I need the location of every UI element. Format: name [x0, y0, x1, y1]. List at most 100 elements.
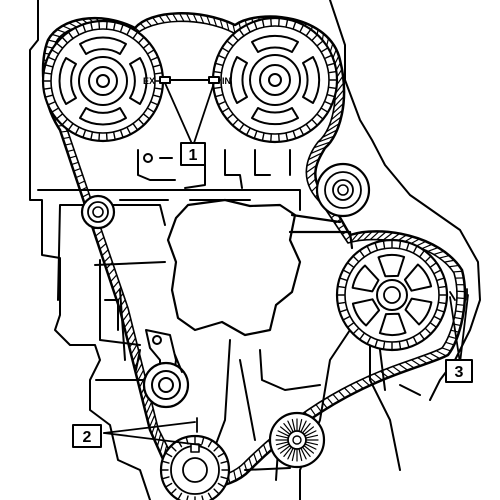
sprocket-tooth: [406, 241, 410, 251]
sprocket-tooth: [44, 94, 53, 98]
sprocket-tooth: [299, 128, 305, 136]
sprocket-tooth: [150, 56, 159, 61]
sprocket-tooth: [425, 328, 432, 335]
sprocket-tooth: [126, 127, 132, 135]
belt-tooth: [355, 381, 364, 390]
sprocket-tooth: [358, 333, 365, 341]
sprocket-tooth: [113, 132, 116, 141]
belt-tooth: [343, 387, 352, 396]
sprocket-tooth: [321, 107, 329, 113]
belt-tooth: [305, 164, 318, 174]
callout-2: 2: [72, 424, 102, 448]
sprocket-tooth: [213, 488, 220, 495]
belt-tooth: [326, 397, 334, 406]
sprocket-tooth: [425, 255, 432, 262]
pulley-rib: [279, 426, 290, 435]
sprocket-tooth: [327, 62, 336, 66]
belt-tooth: [60, 130, 69, 133]
sprocket-tooth: [261, 133, 265, 142]
belt-tooth: [139, 22, 146, 29]
callout-2-label: 2: [83, 429, 92, 446]
pump-sprocket-window: [403, 263, 433, 292]
belt-tooth: [356, 231, 367, 242]
belt-tooth: [454, 310, 465, 313]
belt-tooth: [448, 264, 460, 268]
sprocket-tooth: [398, 341, 402, 351]
belt-tooth: [101, 249, 109, 257]
sprocket-tooth: [352, 255, 359, 262]
pulley-rib: [287, 420, 294, 432]
sprocket-tooth: [61, 36, 68, 43]
pulley-rib: [305, 443, 317, 450]
belt-tooth: [96, 236, 105, 244]
sprocket-tooth: [55, 42, 63, 49]
belt-tooth: [376, 231, 387, 241]
pump-sprocket-window: [351, 264, 380, 293]
pulley-rib: [283, 422, 292, 433]
callout-3: 3: [445, 359, 473, 383]
belt-tooth: [134, 27, 141, 33]
belt-tooth: [172, 13, 178, 22]
pulley-rib: [279, 445, 290, 454]
belt-tooth: [373, 373, 383, 381]
sprocket-tooth: [132, 123, 139, 131]
belt-tooth: [64, 142, 73, 146]
sprocket-tooth: [338, 277, 348, 281]
belt-tooth: [73, 167, 82, 172]
sprocket-tooth: [207, 439, 213, 448]
water-pump-sprocket: [335, 238, 449, 352]
sprocket-tooth: [74, 27, 80, 35]
sprocket-tooth: [42, 72, 52, 75]
sprocket-tooth: [120, 130, 124, 139]
sprocket-tooth: [328, 86, 338, 90]
belt-tooth: [306, 158, 320, 167]
sprocket-tooth: [413, 337, 418, 345]
belt-tooth: [423, 354, 435, 362]
sprocket-tooth: [346, 261, 354, 268]
belt-tooth: [416, 357, 428, 365]
sprocket-tooth: [90, 132, 93, 141]
cam-alignment-marks: [159, 76, 220, 84]
pulley-rib: [300, 420, 307, 432]
sprocket-tooth: [245, 128, 251, 136]
sprocket-tooth: [138, 119, 145, 126]
pulley-rib: [291, 449, 296, 462]
belt-tooth: [410, 359, 422, 367]
leader-lines: [103, 82, 469, 446]
belt-tooth: [332, 102, 345, 115]
belt-tooth: [350, 232, 360, 243]
sprocket-tooth: [147, 49, 155, 55]
belt-tooth: [148, 414, 156, 429]
sprocket-tooth: [164, 482, 173, 488]
sprocket-tooth: [253, 20, 258, 29]
sprocket-tooth: [306, 28, 312, 36]
sprocket-tooth: [285, 133, 289, 142]
pump-sprocket-window: [377, 254, 406, 278]
sprocket-tooth: [311, 33, 319, 41]
sprocket-tooth: [342, 269, 350, 274]
belt-tooth: [248, 457, 253, 469]
belt-tooth: [135, 363, 143, 375]
belt-tooth: [232, 23, 236, 34]
sprocket-tooth: [61, 119, 68, 126]
belt-tooth: [206, 15, 211, 26]
sprocket-tooth: [177, 492, 183, 500]
belt-tooth: [313, 141, 332, 149]
sprocket-tooth: [226, 114, 234, 120]
sprocket-tooth: [153, 64, 162, 68]
sprocket-tooth: [90, 21, 93, 30]
belt-tooth: [199, 14, 205, 24]
callout-1-box: [180, 142, 206, 166]
sprocket-tooth: [336, 301, 346, 305]
belt-tooth: [307, 152, 323, 161]
pulley-rib: [275, 434, 288, 439]
belt-tooth: [123, 318, 132, 329]
sprocket-tooth: [430, 322, 438, 329]
sprocket-tooth: [316, 114, 324, 120]
belt-tooth: [427, 246, 439, 252]
belt-tooth: [445, 341, 455, 346]
pulley-rib: [304, 426, 315, 435]
belt-tooth: [118, 299, 126, 309]
belt-tooth: [441, 347, 452, 352]
sprocket-tooth: [382, 239, 386, 249]
